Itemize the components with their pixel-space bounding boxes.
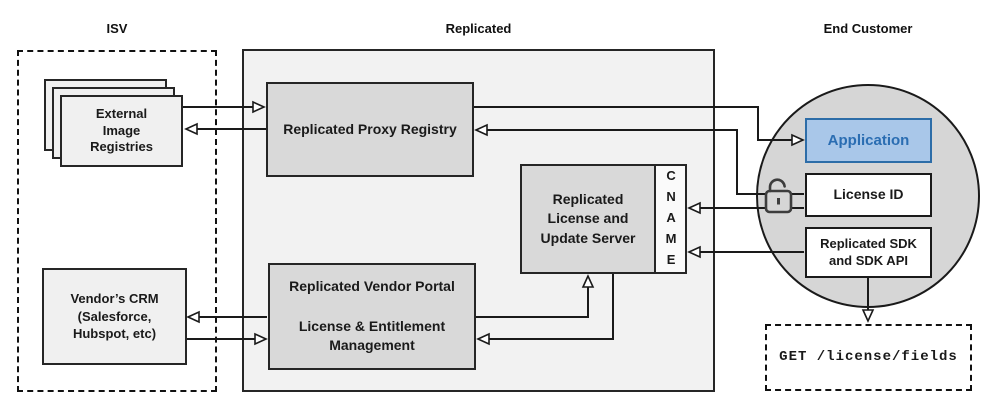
replicated-proxy-registry-node: Replicated Proxy Registry: [266, 82, 474, 177]
external-image-registries-node: External Image Registries: [60, 95, 183, 167]
column-header-end-customer: End Customer: [823, 21, 913, 36]
replicated-license-update-server-node: Replicated License and Update Server: [520, 164, 656, 274]
get-license-fields-node: GET /license/fields: [765, 324, 972, 391]
application-node: Application: [805, 118, 932, 163]
column-header-replicated: Replicated: [445, 21, 512, 36]
column-header-isv: ISV: [106, 21, 128, 36]
license-id-node: License ID: [805, 173, 932, 217]
replicated-vendor-portal-node: Replicated Vendor Portal License & Entit…: [268, 263, 476, 370]
vendors-crm-node: Vendor’s CRM (Salesforce, Hubspot, etc): [42, 268, 187, 365]
replicated-sdk-node: Replicated SDK and SDK API: [805, 227, 932, 278]
cname-strip: CNAME: [654, 164, 687, 274]
